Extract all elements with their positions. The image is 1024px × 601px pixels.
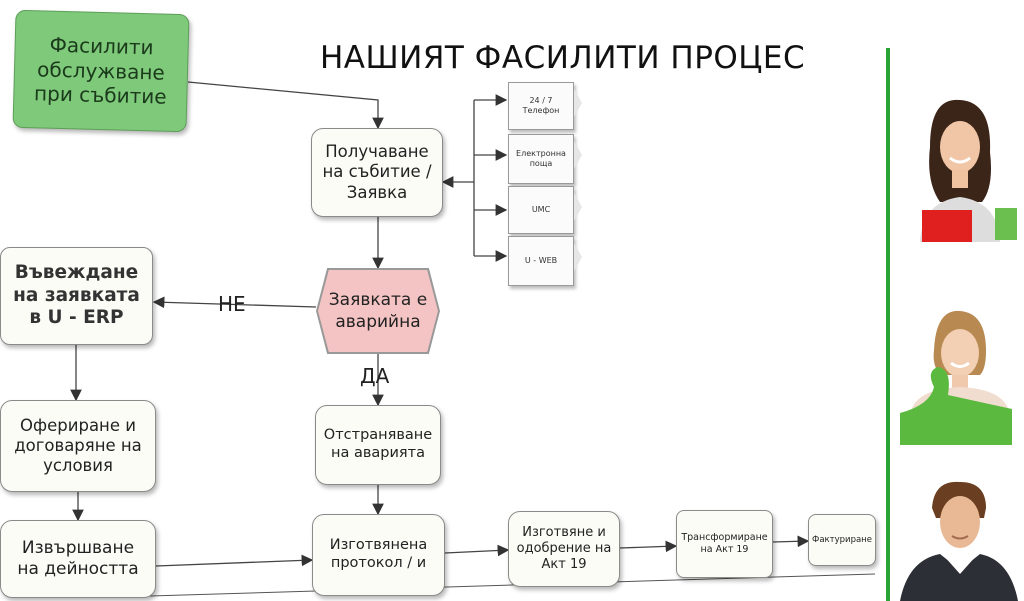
- channel-uweb-label: U - WEB: [524, 255, 558, 265]
- node-receive: Получаване на събитие / Заявка: [311, 128, 443, 217]
- woman-green-top-icon: [900, 305, 1018, 445]
- node-act19: Изготвяне и одобрение на Акт 19: [508, 511, 620, 587]
- arrow-protocol-act19: [444, 544, 510, 557]
- node-offer: Офериране и договаряне на условия: [0, 400, 156, 492]
- node-invoice: Фактуриране: [808, 514, 876, 566]
- node-fix-label: Отстраняване на аварията: [323, 427, 433, 461]
- node-receive-label: Получаване на събитие / Заявка: [322, 142, 432, 202]
- channel-phone: 24 / 7 Телефон: [508, 82, 582, 130]
- arrow-execute-protocol: [155, 554, 314, 567]
- node-transform-label: Трансформиране на Акт 19: [681, 532, 768, 555]
- node-protocol: Изготвянена протокол / и: [312, 514, 445, 596]
- channel-umc-label: UMC: [531, 204, 551, 214]
- node-execute: Извършване на дейността: [0, 520, 156, 598]
- node-start: Фасилити обслужване при събитие: [12, 9, 190, 133]
- node-invoice-label: Фактуриране: [812, 534, 872, 545]
- woman-red-top-icon: [900, 92, 1018, 242]
- node-emergency-label: Заявката е аварийна: [328, 289, 428, 332]
- channel-email: Електронна поща: [508, 134, 582, 184]
- edge-label-no: НЕ: [218, 292, 246, 316]
- channel-phone-label: 24 / 7 Телефон: [522, 95, 560, 115]
- page-title: НАШИЯТ ФАСИЛИТИ ПРОЦЕС: [320, 40, 806, 76]
- node-start-label: Фасилити обслужване при събитие: [33, 33, 167, 109]
- arrow-start-receive: [187, 81, 384, 130]
- node-transform: Трансформиране на Акт 19: [676, 510, 773, 578]
- channel-umc: UMC: [508, 186, 582, 234]
- node-protocol-label: Изготвянена протокол / и: [329, 537, 428, 571]
- arrow-emergency-enter: [152, 296, 317, 309]
- edge-label-yes: ДА: [360, 364, 390, 388]
- node-offer-label: Офериране и договаряне на условия: [14, 415, 142, 476]
- arrow-transform-invoice: [772, 535, 810, 548]
- channel-uweb: U - WEB: [508, 236, 582, 286]
- man-hoodie-icon: [900, 478, 1018, 601]
- channel-email-label: Електронна поща: [516, 148, 566, 168]
- node-act19-label: Изготвяне и одобрение на Акт 19: [516, 525, 612, 572]
- arrow-act19-transform: [619, 540, 678, 553]
- node-fix: Отстраняване на аварията: [315, 405, 441, 485]
- node-emergency: Заявката е аварийна: [318, 270, 438, 352]
- node-execute-label: Извършване на дейността: [17, 538, 139, 579]
- node-enter-label: Въвеждане на заявката в U - ERP: [13, 262, 140, 329]
- accent-bar: [886, 48, 890, 601]
- node-enter: Въвеждане на заявката в U - ERP: [0, 247, 153, 345]
